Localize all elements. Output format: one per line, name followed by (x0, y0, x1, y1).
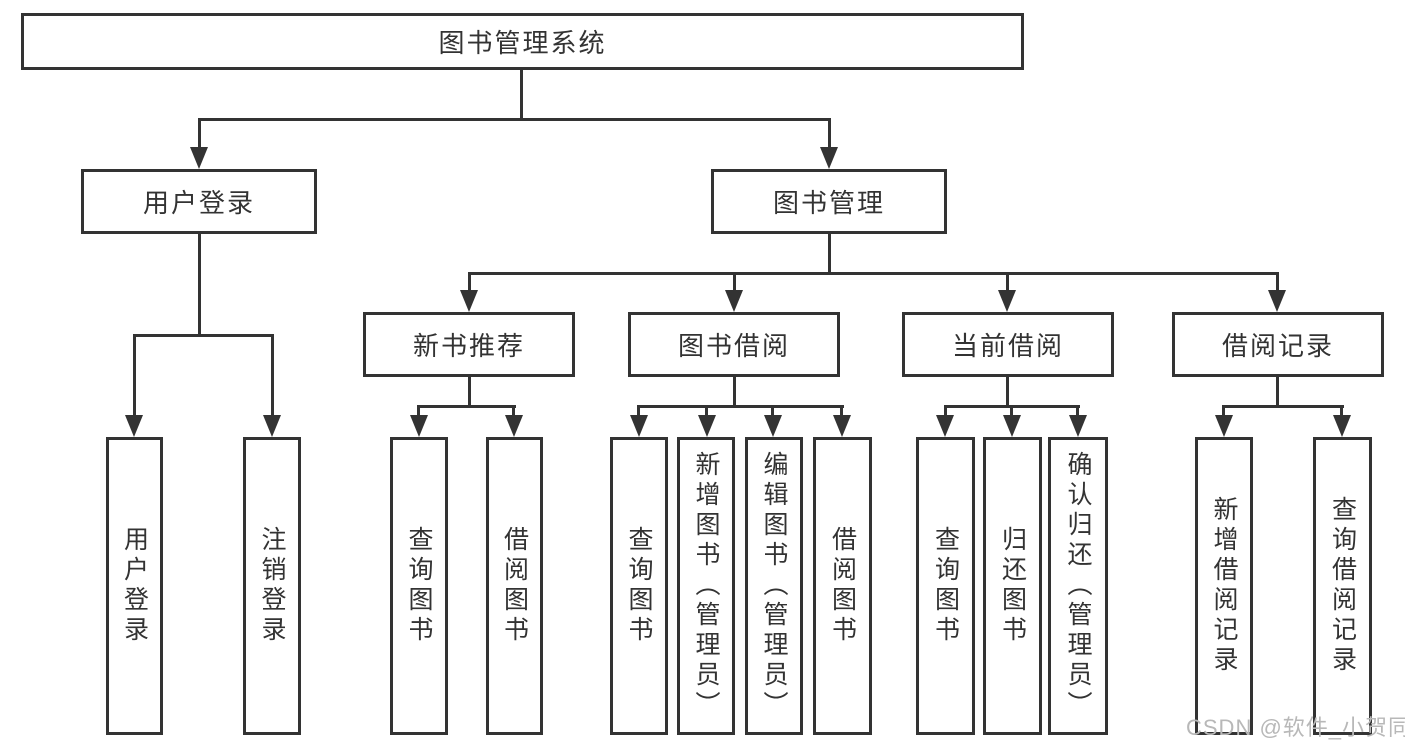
arrowhead-down-icon (1215, 415, 1233, 437)
connector-line (520, 69, 523, 120)
arrowhead-down-icon (1333, 415, 1351, 437)
arrowhead-down-icon (1069, 415, 1087, 437)
connector-line (1006, 377, 1009, 408)
leaf-label: 编辑图书（管理员） (760, 451, 788, 721)
arrowhead-down-icon (820, 147, 838, 169)
leaf-confirm-return-admin: 确认归还（管理员） (1048, 437, 1108, 735)
connector-line (198, 118, 201, 150)
arrowhead-down-icon (764, 415, 782, 437)
arrowhead-down-icon (460, 290, 478, 312)
connector-line (468, 377, 471, 408)
leaf-label: 注销登录 (258, 526, 286, 646)
node-user-login: 用户登录 (81, 169, 317, 234)
connector-line (1222, 405, 1225, 419)
leaf-add-books-admin: 新增图书（管理员） (677, 437, 735, 735)
leaf-label: 查询图书 (931, 526, 960, 646)
leaf-label: 确认归还（管理员） (1064, 451, 1092, 721)
connector-line (1006, 272, 1009, 292)
leaf-label: 借阅图书 (828, 526, 857, 646)
node-label: 新书推荐 (412, 331, 525, 361)
connector-line (771, 405, 774, 419)
connector-line (705, 405, 708, 419)
connector-line (417, 405, 420, 419)
node-current-borrowing: 当前借阅 (902, 312, 1114, 377)
arrowhead-down-icon (998, 290, 1016, 312)
connector-line (198, 118, 831, 121)
connector-line (733, 272, 736, 292)
connector-line (133, 334, 136, 417)
arrowhead-down-icon (263, 415, 281, 437)
node-label: 图书管理系统 (438, 28, 607, 58)
node-borrowing-records: 借阅记录 (1172, 312, 1384, 377)
connector-line (1076, 405, 1079, 419)
arrowhead-down-icon (725, 290, 743, 312)
connector-line (512, 405, 515, 419)
connector-line (637, 405, 640, 419)
connector-line (944, 405, 947, 419)
connector-line (1276, 272, 1279, 292)
leaf-label: 查询图书 (625, 526, 653, 646)
connector-line (198, 233, 201, 337)
arrowhead-down-icon (505, 415, 523, 437)
connector-line (1010, 405, 1013, 419)
leaf-query-books-borrowing: 查询图书 (610, 437, 668, 735)
leaf-label: 新增借阅记录 (1210, 496, 1238, 676)
node-label: 图书管理 (772, 188, 885, 218)
arrowhead-down-icon (125, 415, 143, 437)
node-library-management-system: 图书管理系统 (21, 13, 1024, 70)
node-new-book-recommendation: 新书推荐 (363, 312, 575, 377)
leaf-query-borrow-record: 查询借阅记录 (1313, 437, 1372, 735)
arrowhead-down-icon (1268, 290, 1286, 312)
node-book-management: 图书管理 (711, 169, 947, 234)
connector-line (1276, 377, 1279, 408)
connector-line (417, 405, 516, 408)
connector-line (840, 405, 843, 419)
leaf-borrow-books-recommend: 借阅图书 (486, 437, 543, 735)
node-book-borrowing: 图书借阅 (628, 312, 840, 377)
leaf-query-books-recommend: 查询图书 (390, 437, 448, 735)
leaf-add-borrow-record: 新增借阅记录 (1195, 437, 1253, 735)
leaf-label: 查询借阅记录 (1328, 496, 1357, 676)
leaf-user-login: 用户登录 (106, 437, 163, 735)
leaf-logout: 注销登录 (243, 437, 301, 735)
node-label: 当前借阅 (951, 331, 1064, 361)
arrowhead-down-icon (698, 415, 716, 437)
connector-line (1222, 405, 1344, 408)
leaf-label: 查询图书 (405, 526, 433, 646)
connector-line (828, 234, 831, 275)
connector-line (133, 334, 274, 337)
arrowhead-down-icon (190, 147, 208, 169)
leaf-borrow-books-borrowing: 借阅图书 (813, 437, 872, 735)
connector-line (637, 405, 844, 408)
connector-line (271, 334, 274, 417)
csdn-watermark: CSDN @软件_小贺同学 (1186, 715, 1405, 740)
leaf-label: 新增图书（管理员） (692, 451, 720, 721)
arrowhead-down-icon (936, 415, 954, 437)
leaf-label: 用户登录 (120, 526, 149, 646)
leaf-label: 借阅图书 (500, 526, 529, 646)
arrowhead-down-icon (630, 415, 648, 437)
leaf-edit-books-admin: 编辑图书（管理员） (745, 437, 803, 735)
connector-line (468, 272, 1279, 275)
node-label: 借阅记录 (1221, 331, 1334, 361)
leaf-query-books-current: 查询图书 (916, 437, 975, 735)
connector-line (468, 272, 471, 292)
connector-line (828, 118, 831, 150)
arrowhead-down-icon (410, 415, 428, 437)
leaf-return-books: 归还图书 (983, 437, 1042, 735)
connector-line (733, 377, 736, 408)
arrowhead-down-icon (833, 415, 851, 437)
node-label: 图书借阅 (677, 331, 790, 361)
arrowhead-down-icon (1003, 415, 1021, 437)
connector-line (1340, 405, 1343, 419)
node-label: 用户登录 (142, 188, 255, 218)
leaf-label: 归还图书 (998, 526, 1027, 646)
